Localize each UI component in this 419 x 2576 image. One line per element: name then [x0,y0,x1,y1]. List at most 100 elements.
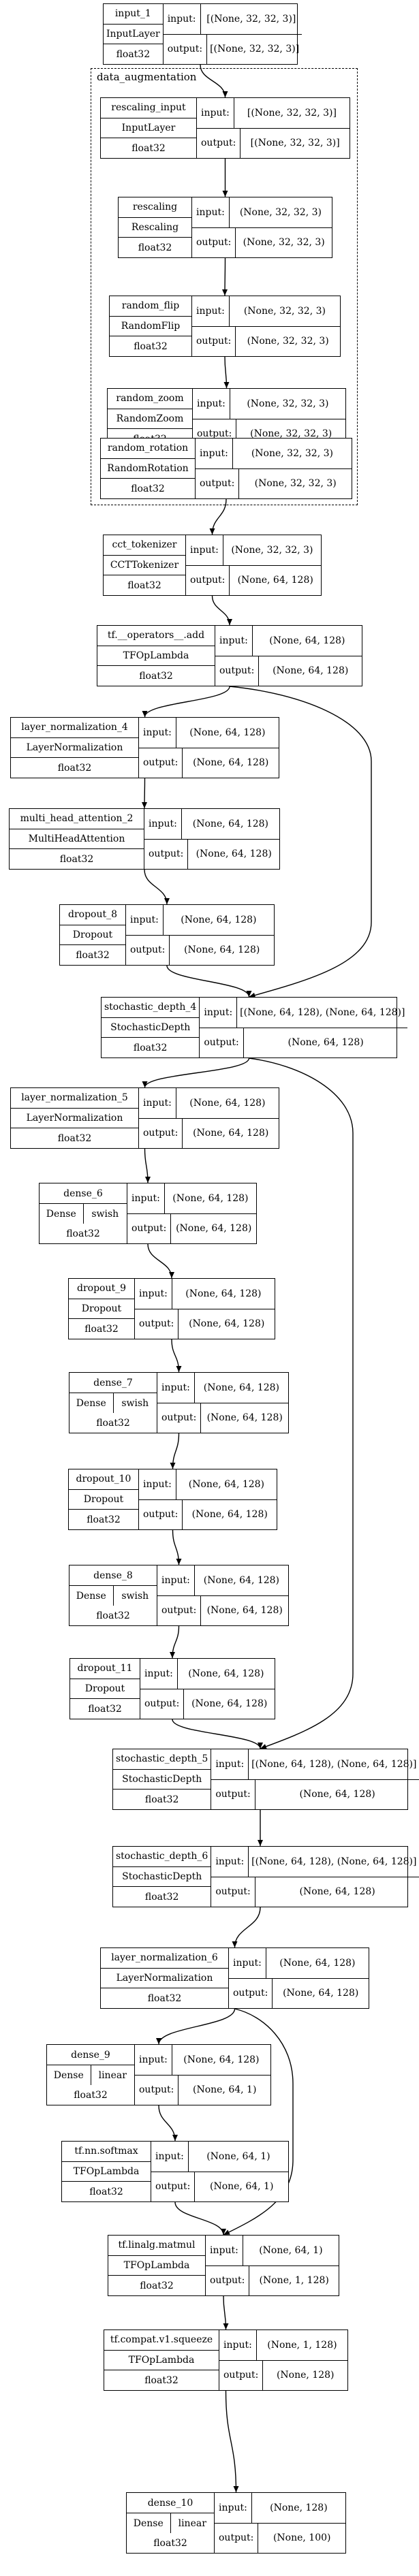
layer-class: Dropout [69,1298,134,1319]
layer-shapes: input:[(None, 64, 128), (None, 64, 128)]… [200,998,408,1058]
input-row: input:(None, 64, 1) [206,2236,339,2265]
layer-name: tf.__operators__.add [107,630,205,641]
layer-dtype: float32 [70,1698,140,1719]
output-shape: (None, 64, 128) [193,757,269,769]
layer-dtype: float32 [69,1318,134,1339]
output-row: output:(None, 100) [215,2522,345,2553]
layer-class: Dropout [69,1489,138,1510]
layer-shapes: input:(None, 32, 32, 3)output:(None, 32,… [192,296,340,356]
output-shape: (None, 32, 32, 3) [243,237,325,249]
input-label: input: [164,4,201,34]
output-label: output: [211,1877,255,1907]
input-shape: (None, 64, 128) [189,727,266,738]
output-row: output:[(None, 32, 32, 3)] [197,127,350,158]
layer-shapes: input:(None, 32, 32, 3)output:(None, 32,… [196,439,352,498]
output-shape: (None, 64, 128) [196,848,272,860]
output-label: output: [139,1499,183,1529]
edge-multi-head-attention-2-to-dropout-8 [144,869,170,905]
layer-name: tf.compat.v1.squeeze [110,2334,213,2346]
layer-shapes: input:(None, 64, 128)output:(None, 64, 1… [127,1183,256,1243]
layer-shapes: input:(None, 64, 128)output:(None, 64, 1… [229,1948,369,2008]
layer-name: layer_normalization_4 [21,722,128,733]
input-label: input: [215,626,253,656]
output-row: output:(None, 64, 128) [157,1402,288,1433]
layer-name: dense_10 [147,2497,193,2509]
input-label: input: [211,1749,249,1779]
output-shape: (None, 64, 128) [189,1318,265,1330]
output-row: output:(None, 32, 32, 3) [192,325,340,356]
input-label: input: [206,2236,243,2265]
edge-tf-operators-add-to-layer-normalization-4 [142,686,230,718]
input-shape: [(None, 32, 32, 3)] [206,13,296,25]
output-label: output: [229,1978,273,2008]
input-shape: (None, 64, 128) [203,1574,280,1586]
input-shape: (None, 64, 128) [183,2054,260,2065]
output-row: output: (None, 64, 128) [144,838,279,869]
output-row: output:(None, 1, 128) [206,2265,339,2295]
input-row: input:(None, 32, 32, 3) [193,389,345,419]
input-label: input: [192,296,230,326]
input-row: input:[(None, 64, 128), (None, 64, 128)] [211,1847,419,1877]
layer-shapes: input:[(None, 64, 128), (None, 64, 128)]… [211,1749,419,1809]
input-row: input:(None, 64, 1) [151,2142,288,2172]
edge-tf-operators-add-to-stochastic-depth-4 [229,686,372,998]
edge-rescaling-to-random-flip [222,257,228,296]
edge-stochastic-depth-4-to-stochastic-depth-5 [249,1058,354,1749]
input-row: input:(None, 64, 128) [127,1183,256,1213]
input-row: input: (None, 64, 128) [139,1088,279,1118]
input-label: input: [135,2045,172,2075]
layer-name: dense_6 [63,1188,103,1199]
edge-dropout-10-to-dense-8 [172,1529,182,1565]
input-label: input: [139,1088,176,1118]
output-row: output:(None, 64, 128) [140,1688,275,1719]
output-label: output: [200,1028,244,1058]
input-shape: (None, 64, 128) [189,1097,266,1109]
input-label: input: [197,98,234,128]
edge-dense-9-to-tf-nn-softmax [158,2105,178,2142]
layer-name: stochastic_depth_4 [104,1002,197,1013]
output-shape: (None, 64, 128) [273,665,349,677]
layer-dtype: float32 [110,336,191,356]
layer-class: MultiHeadAttention [10,828,144,849]
output-label: output: [139,1118,183,1148]
output-row: output:(None, 64, 128) [200,1027,408,1058]
input-row: input: (None, 64, 128) [135,2045,270,2075]
edge-stochastic-depth-4-to-layer-normalization-5 [142,1058,250,1088]
input-shape: (None, 64, 1) [206,2150,270,2162]
layer-dtype: float32 [74,2089,108,2101]
edge-dropout-11-to-stochastic-depth-5 [172,1719,263,1749]
layer-dtype: float32 [102,1037,200,1058]
layer-class: Dropout [60,924,125,945]
input-label: input: [140,1659,178,1689]
edge-layer-normalization-6-to-dense-9 [156,2008,236,2045]
output-label: output: [192,227,236,257]
output-row: output:(None, 64, 128) [135,1308,275,1339]
input-label: input: [193,389,230,419]
input-shape: (None, 64, 128) [192,818,269,829]
output-label: output: [211,1779,255,1809]
output-shape: (None, 32, 32, 3) [254,478,337,490]
layer-name: dropout_11 [77,1663,133,1674]
input-label: input: [229,1948,266,1978]
output-label: output: [144,839,189,869]
layer-shapes: input:[(None, 64, 128), (None, 64, 128)]… [211,1847,419,1907]
layer-dtype: float32 [96,1417,130,1429]
edge-input-1-to-rescaling-input [200,64,228,98]
